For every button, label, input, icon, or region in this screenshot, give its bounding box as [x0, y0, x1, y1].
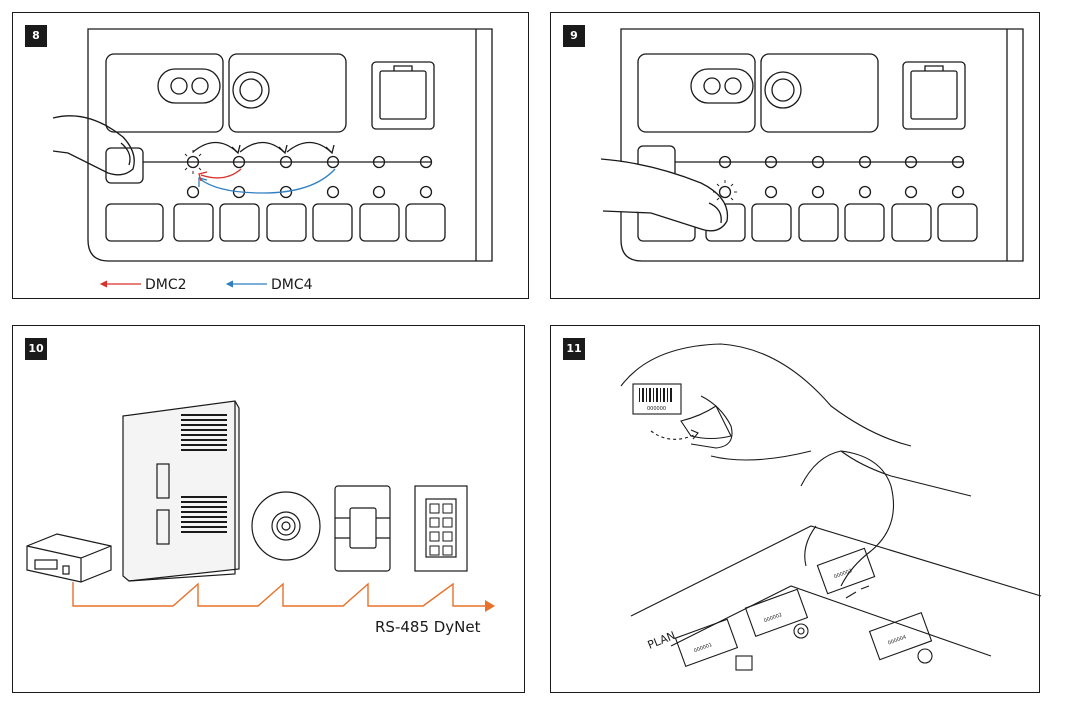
controller-housing [620, 28, 1024, 262]
floor-plan-sheet [630, 525, 1042, 617]
barcode-stripes [639, 388, 672, 402]
plan-label: PLAN [646, 629, 678, 652]
step-number-badge: 10 [25, 338, 47, 360]
dual-connector [157, 68, 221, 104]
led-under-finger [718, 185, 732, 199]
led-6 [419, 155, 433, 169]
dmc2-legend-label: DMC2 [145, 277, 187, 293]
controller-top-mid-module [228, 53, 347, 133]
finger [600, 158, 729, 232]
wall-switch [334, 485, 391, 572]
dmc4-legend-label: DMC4 [271, 277, 313, 293]
gateway-device [26, 533, 112, 583]
step-number-badge: 11 [563, 338, 585, 360]
led-4 [326, 155, 340, 169]
panel-10: 10 [12, 325, 525, 693]
keypad-buttons [429, 503, 453, 556]
led-2 [232, 155, 246, 169]
led-1-active [186, 155, 200, 169]
dual-connector [690, 68, 754, 104]
lower-hand [800, 450, 895, 587]
barcode-label-peeled [680, 405, 732, 440]
dimmer-cabinet [122, 400, 240, 582]
barcode-on-plan-3 [816, 547, 876, 595]
panel-11: 11 [550, 325, 1042, 693]
finger [52, 115, 135, 176]
connector-hole-right [191, 77, 209, 95]
controller-housing [87, 28, 493, 262]
sensor [251, 491, 321, 561]
led-glow-rays [713, 180, 737, 201]
barcode-on-plan-2 [744, 588, 809, 638]
step-number-badge: 9 [563, 25, 585, 47]
barcode-number-4: 000003 [833, 568, 853, 580]
barcode-number-3: 000002 [763, 612, 783, 624]
panel-8: 8 [12, 12, 529, 299]
peel-motion-arrow [650, 430, 697, 440]
controller-top-left-module [105, 53, 224, 133]
rs485-bus-cable [72, 582, 491, 607]
controller-led-sequence-illustration: DMC2 DMC4 [52, 28, 493, 293]
cabinet-vents [181, 414, 227, 533]
led-3 [279, 155, 293, 169]
barcode-on-plan-4 [868, 611, 933, 661]
barcode-labeling-illustration: 000000 000001 000002 000003 000004 PLAN [620, 343, 1042, 671]
connector-hole-left [170, 77, 188, 95]
barcode-number-1: 000000 [647, 406, 666, 412]
dynet-network-illustration: RS-485 DyNet [26, 400, 495, 636]
step-number-badge: 8 [25, 25, 47, 47]
barcode-number-2: 000001 [693, 642, 713, 654]
led-5 [372, 155, 386, 169]
upper-hand [620, 343, 912, 447]
led-glow-rays [181, 150, 205, 174]
dmc2-return-arrow [200, 168, 242, 179]
bus-arrowhead [485, 600, 495, 612]
barcode-number-5: 000004 [887, 634, 907, 646]
panel-9: 9 [550, 12, 1040, 299]
service-button[interactable] [105, 147, 144, 184]
arm [840, 450, 972, 497]
keypad [414, 485, 468, 572]
rj45-socket [902, 61, 966, 130]
rj45-socket [371, 61, 435, 130]
controller-button-press-illustration [600, 28, 1024, 262]
barcode-on-plan-1 [674, 618, 739, 668]
network-label: RS-485 DyNet [375, 618, 481, 636]
dmc4-return-arrow [199, 168, 336, 194]
